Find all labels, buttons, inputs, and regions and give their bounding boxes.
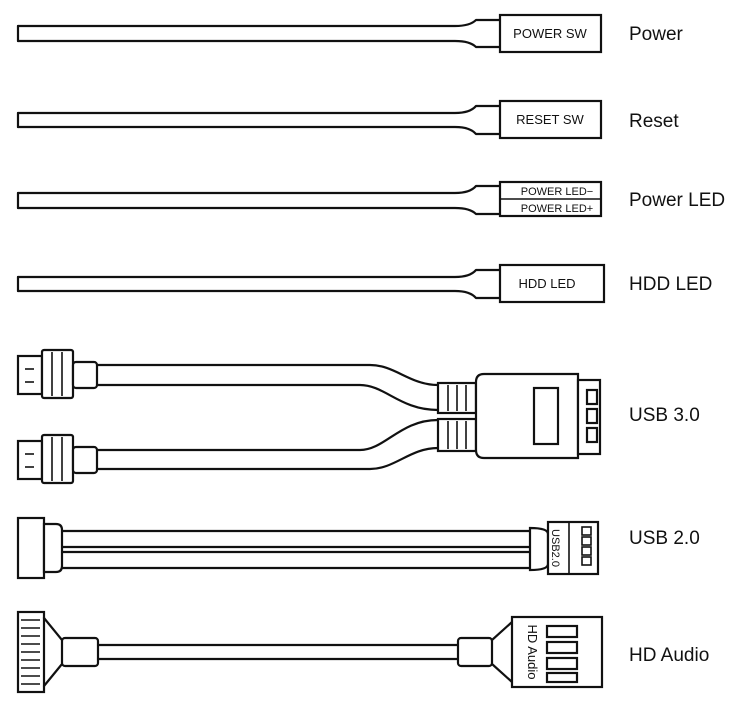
cable-power-led: POWER LED− POWER LED+ Power LED [16,180,725,218]
hd-audio-connector-text: HD Audio [525,625,540,680]
reset-label: Reset [629,111,679,132]
usb3-plug-bottom [16,433,99,485]
power-sw-connector [498,13,603,54]
cable-hdd-led: HDD LED HDD LED [16,263,712,304]
power-sw-connector-text: POWER SW [513,26,587,41]
cable-reset-sw: RESET SW Reset [16,99,679,140]
usb2-connector-text: USB2.0 [549,529,561,567]
usb3-label: USB 3.0 [629,405,700,426]
power-led-label: Power LED [629,190,725,211]
power-label: Power [629,24,684,45]
cable-hd-audio: HD Audio HD Audio [16,610,709,694]
cable-usb3: USB 3.0 [16,348,700,485]
usb3-plug-top [16,348,99,400]
cable-power-sw: POWER SW Power [16,13,684,54]
cable-usb2: USB2.0 USB 2.0 [16,516,700,580]
hdd-led-connector-text: HDD LED [518,276,575,291]
usb3-header-connector [474,372,580,460]
usb2-left-plug [16,516,46,580]
usb2-label: USB 2.0 [629,528,700,549]
hdd-led-label: HDD LED [629,274,712,295]
hdd-led-connector [498,263,606,304]
power-led-minus-text: POWER LED− [521,186,593,198]
hd-audio-label: HD Audio [629,645,709,666]
reset-sw-connector-text: RESET SW [516,112,584,127]
power-led-plus-text: POWER LED+ [521,203,593,215]
reset-sw-connector [498,99,603,140]
